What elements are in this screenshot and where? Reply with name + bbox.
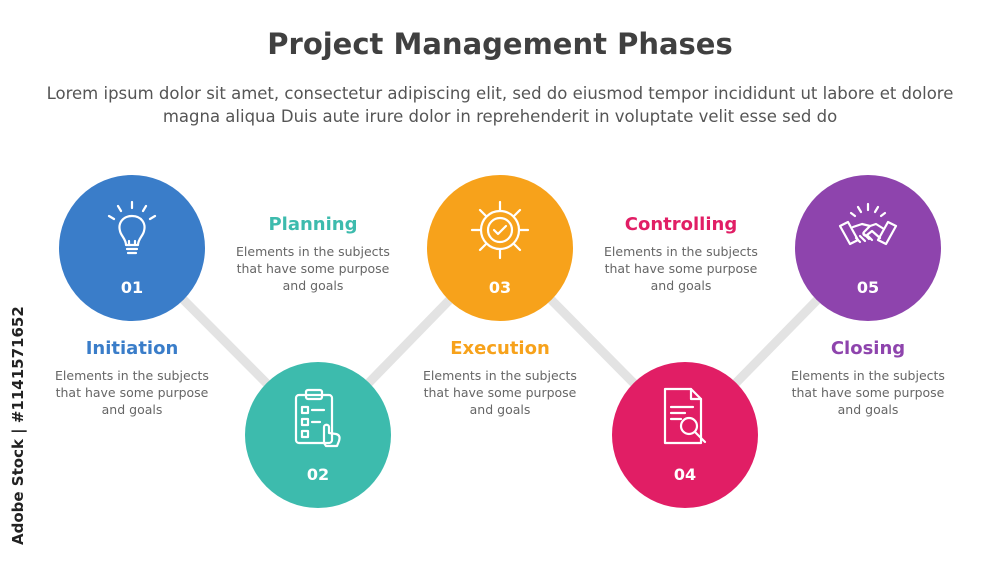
phase-circle-01: 01	[59, 175, 205, 321]
phase-title: Execution	[450, 338, 550, 359]
handshake-icon	[838, 202, 898, 246]
phase-description: Elements in the subjects that have some …	[55, 368, 209, 417]
phase-title: Controlling	[624, 214, 738, 235]
phase-label-planning: Planning Elements in the subjects that h…	[223, 214, 403, 294]
phase-description: Elements in the subjects that have some …	[423, 368, 577, 417]
phase-title: Closing	[830, 338, 906, 359]
phase-title: Planning	[268, 214, 358, 235]
lightbulb-icon	[107, 200, 157, 255]
phase-circle-03: 03	[427, 175, 573, 321]
phase-number: 04	[673, 465, 697, 484]
phase-number: 02	[306, 465, 330, 484]
document-search-icon	[663, 387, 707, 445]
phase-description: Elements in the subjects that have some …	[791, 368, 945, 417]
phase-number: 05	[856, 278, 880, 297]
phase-label-initiation: Initiation Elements in the subjects that…	[42, 338, 222, 418]
phase-circle-02: 02	[245, 362, 391, 508]
phase-circle-04: 04	[612, 362, 758, 508]
phase-label-closing: Closing Elements in the subjects that ha…	[778, 338, 958, 418]
phase-number: 01	[120, 278, 144, 297]
clipboard-checklist-icon	[294, 388, 341, 448]
phase-description: Elements in the subjects that have some …	[236, 244, 390, 293]
phase-circle-05: 05	[795, 175, 941, 321]
phase-title: Initiation	[85, 338, 179, 359]
stock-watermark: Adobe Stock | #1141571652	[9, 306, 27, 545]
page-subtitle: Lorem ipsum dolor sit amet, consectetur …	[46, 84, 954, 126]
phase-description: Elements in the subjects that have some …	[604, 244, 758, 293]
gear-check-icon	[470, 200, 530, 260]
page-title: Project Management Phases	[267, 27, 733, 61]
phase-number: 03	[488, 278, 512, 297]
phase-label-controlling: Controlling Elements in the subjects tha…	[591, 214, 771, 294]
phase-label-execution: Execution Elements in the subjects that …	[410, 338, 590, 418]
